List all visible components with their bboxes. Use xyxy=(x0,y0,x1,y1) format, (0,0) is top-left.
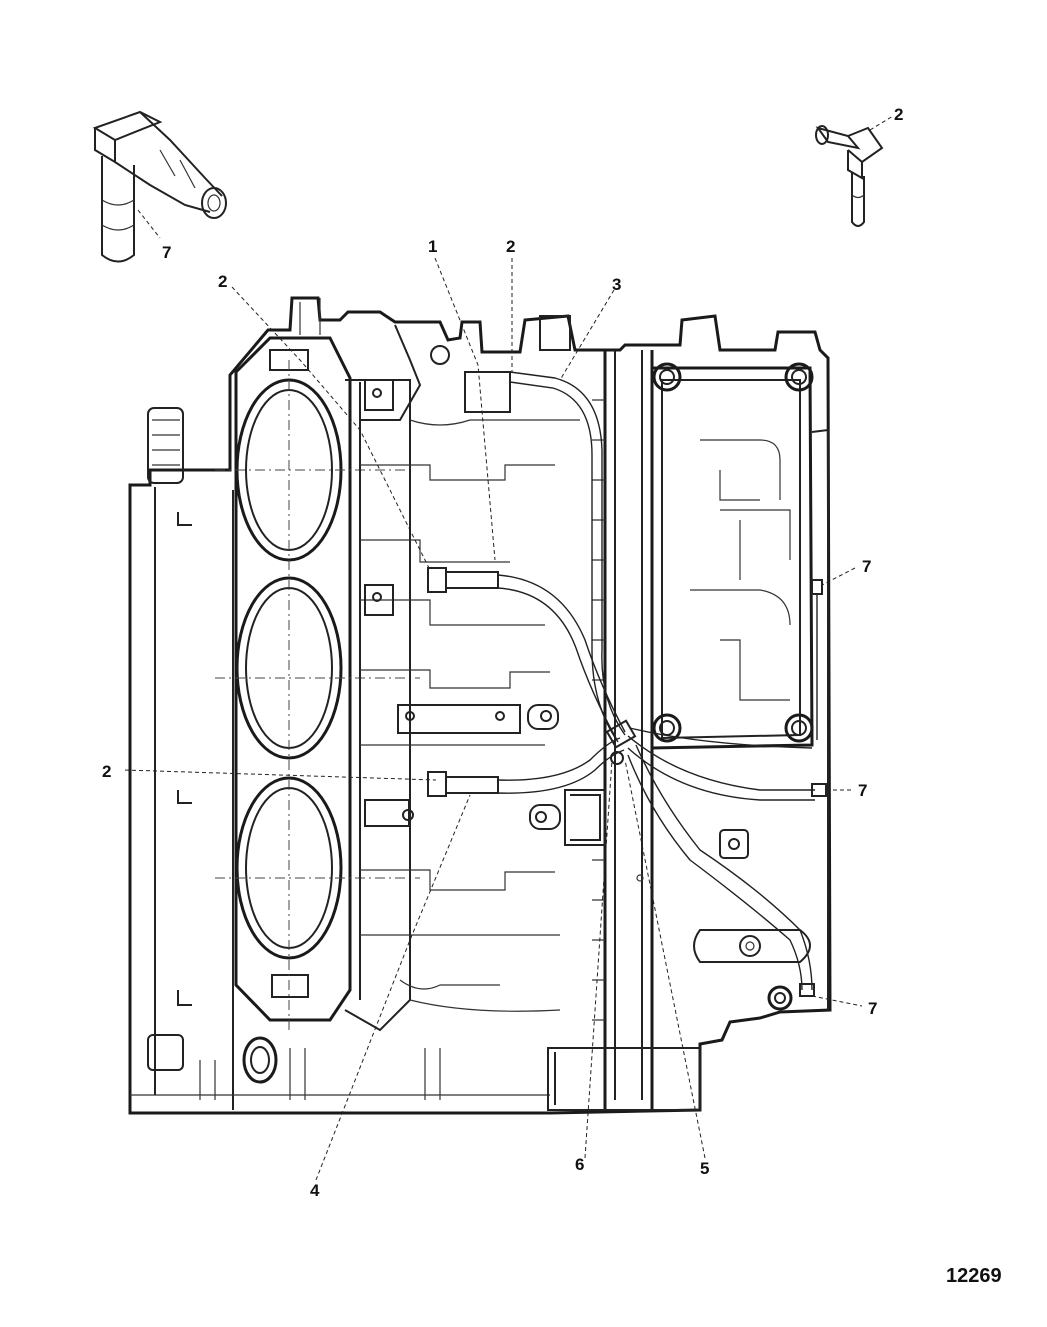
engine-block xyxy=(128,296,832,1115)
callout-6: 6 xyxy=(575,1155,584,1174)
callout-2-corner: 2 xyxy=(894,105,903,124)
tee-fitting-detail xyxy=(92,110,227,263)
figure-number: 12269 xyxy=(946,1265,1002,1287)
callout-7-fitting: 7 xyxy=(162,243,171,262)
water-hoses xyxy=(497,371,827,997)
callout-7-right-mid: 7 xyxy=(858,781,867,800)
callout-1: 1 xyxy=(428,237,437,256)
callout-2-top: 2 xyxy=(506,237,515,256)
callout-2-left-top: 2 xyxy=(218,272,227,291)
leader-lines xyxy=(124,257,863,1181)
callout-2-left-mid: 2 xyxy=(102,762,111,781)
callout-7-right-top: 7 xyxy=(862,557,871,576)
callout-4: 4 xyxy=(310,1181,320,1200)
callout-3: 3 xyxy=(612,275,621,294)
callout-5: 5 xyxy=(700,1159,709,1178)
callout-7-right-bottom: 7 xyxy=(868,999,877,1018)
elbow-fitting-detail xyxy=(815,115,894,227)
